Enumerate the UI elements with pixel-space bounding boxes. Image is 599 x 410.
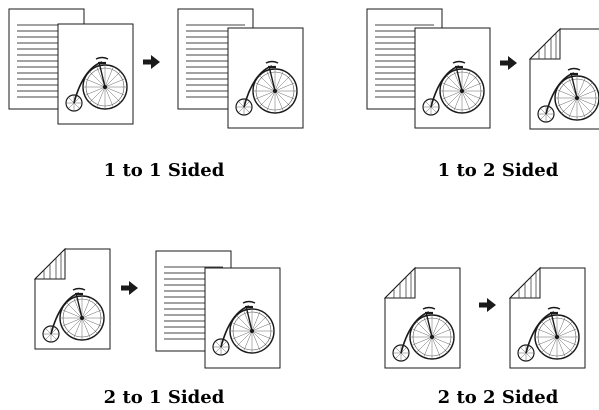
caption-2-to-1-sided: 2 to 1 Sided xyxy=(103,387,225,408)
arrow-icon xyxy=(479,298,496,312)
source-folded-page-icon xyxy=(385,268,460,368)
panel-2-to-1-sided xyxy=(35,249,280,368)
output-bicycle-page-icon xyxy=(228,28,303,128)
caption-1-to-2-sided: 1 to 2 Sided xyxy=(437,160,559,181)
caption-1-to-1-sided: 1 to 1 Sided xyxy=(103,160,225,181)
arrow-icon xyxy=(121,281,138,295)
source-bicycle-page-icon xyxy=(415,28,490,128)
arrow-icon xyxy=(143,55,160,69)
source-bicycle-page-icon xyxy=(58,24,133,124)
panel-1-to-1-sided xyxy=(8,8,303,128)
output-folded-page-icon xyxy=(510,268,585,368)
panel-1-to-2-sided xyxy=(366,8,599,129)
panel-2-to-2-sided xyxy=(385,268,585,368)
source-folded-page-icon xyxy=(35,249,110,349)
output-bicycle-page-icon xyxy=(205,268,280,368)
caption-2-to-2-sided: 2 to 2 Sided xyxy=(437,387,559,408)
arrow-icon xyxy=(500,56,517,70)
output-folded-page-icon xyxy=(530,29,599,129)
